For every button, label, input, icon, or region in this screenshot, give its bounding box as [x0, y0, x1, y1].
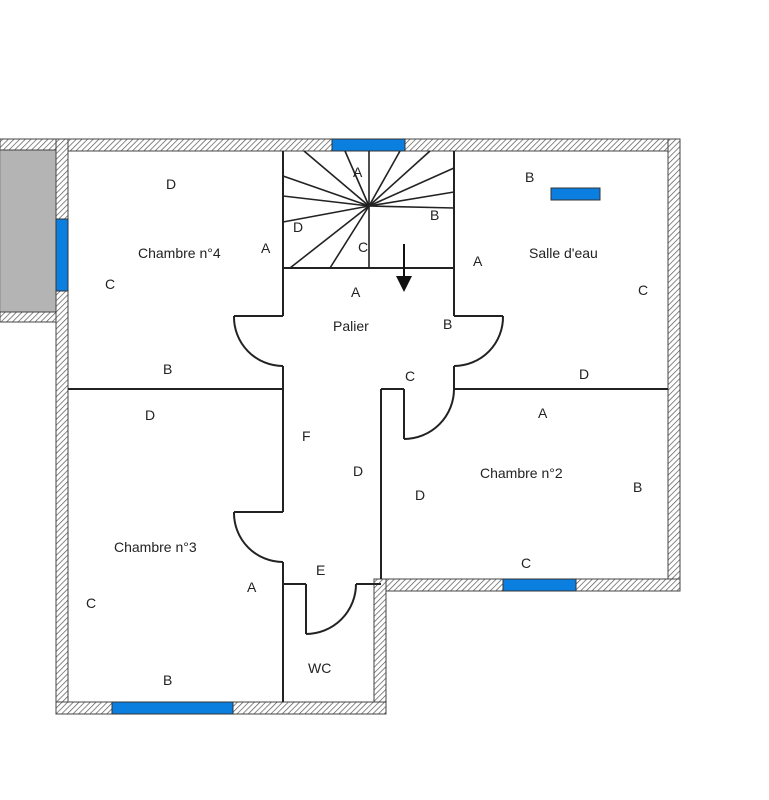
wall-label: D [353, 463, 363, 479]
door-swings [232, 315, 505, 635]
exterior-balcony [0, 149, 57, 313]
wall-label: D [293, 219, 303, 235]
wall-label: D [166, 176, 176, 192]
room-palier: Palier [333, 318, 369, 334]
room-wc: WC [308, 660, 331, 676]
wall-label: C [86, 595, 96, 611]
wall-label: B [163, 361, 172, 377]
wall-label: C [405, 368, 415, 384]
window-top-stairs [331, 138, 406, 152]
outer-walls [0, 138, 681, 715]
window-salle-eau [550, 187, 601, 201]
wall-label: C [358, 239, 368, 255]
room-chambre4: Chambre n°4 [138, 245, 221, 261]
window-chambre3 [111, 701, 234, 715]
wall-label: C [105, 276, 115, 292]
wall-label: D [415, 487, 425, 503]
wall-label: B [633, 479, 642, 495]
wall-label: A [353, 164, 363, 180]
windows [55, 138, 601, 715]
wall-label: D [145, 407, 155, 423]
wall-label: A [261, 240, 271, 256]
wall-label: A [247, 579, 257, 595]
wall-label: B [443, 316, 452, 332]
staircase [282, 150, 455, 269]
wall-label: A [351, 284, 361, 300]
wall-label: A [473, 253, 483, 269]
wall-label: A [538, 405, 548, 421]
window-left-chambre4 [55, 218, 69, 292]
wall-label: D [579, 366, 589, 382]
wall-label: F [302, 428, 311, 444]
wall-label: B [525, 169, 534, 185]
wall-label: B [163, 672, 172, 688]
room-salle-eau: Salle d'eau [529, 245, 598, 261]
interior-walls [68, 151, 668, 702]
wall-label: E [316, 562, 325, 578]
wall-label: C [638, 282, 648, 298]
wall-label: B [430, 207, 439, 223]
stair-direction-arrow [396, 244, 412, 292]
room-chambre2: Chambre n°2 [480, 465, 563, 481]
room-chambre3: Chambre n°3 [114, 539, 197, 555]
window-chambre2 [502, 578, 577, 592]
wall-label: C [521, 555, 531, 571]
